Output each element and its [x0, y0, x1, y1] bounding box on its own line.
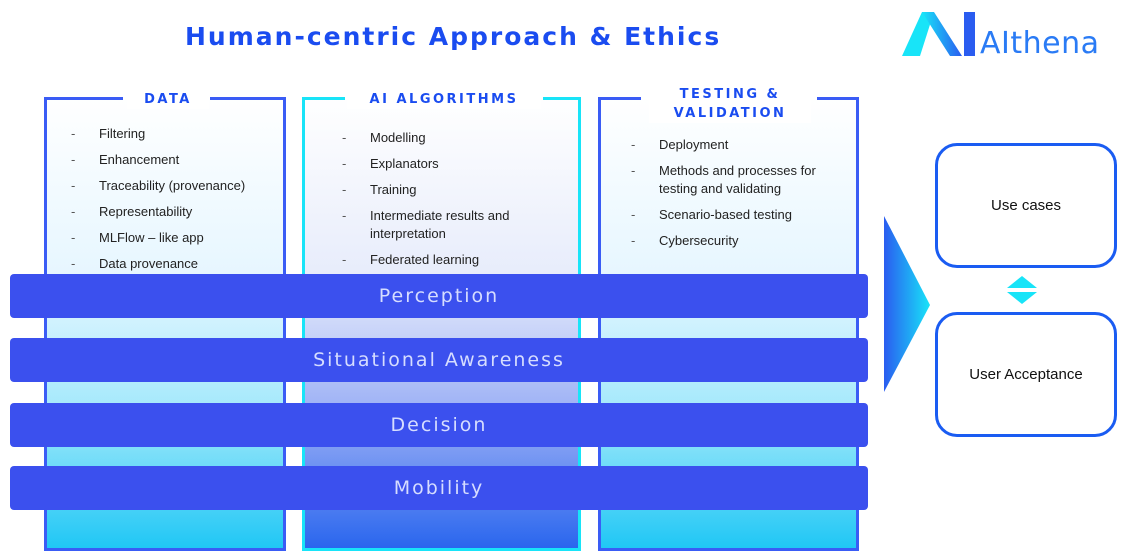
data-heading: DATA — [127, 90, 209, 109]
list-item: Deployment — [631, 136, 831, 154]
list-item: MLFlow – like app — [71, 229, 245, 247]
heading-line: TESTING & — [679, 87, 781, 102]
list-item: Data provenance — [71, 255, 245, 273]
list-item: Federated learning — [342, 251, 542, 269]
list-item: Scenario-based testing — [631, 206, 831, 224]
column-top-border — [210, 97, 286, 100]
list-item: Traceability (provenance) — [71, 177, 245, 195]
layer-decision: Decision — [10, 403, 868, 447]
ai-algorithms-heading: AI ALGORITHMS — [347, 90, 541, 109]
list-item: Cybersecurity — [631, 232, 831, 250]
list-item: Training — [342, 181, 542, 199]
diagram-title: Human-centric Approach & Ethics — [185, 22, 722, 51]
testing-items-list: Deployment Methods and processes for tes… — [631, 136, 831, 250]
logo-text: AIthena — [980, 26, 1100, 61]
layer-situational-awareness: Situational Awareness — [10, 338, 868, 382]
list-item: Intermediate results and interpretation — [342, 207, 542, 243]
column-top-border — [543, 97, 581, 100]
list-item: Explanators — [342, 155, 542, 173]
list-item: Filtering — [71, 125, 245, 143]
aithena-logo-icon — [902, 12, 975, 56]
user-acceptance-box: User Acceptance — [935, 312, 1117, 437]
column-top-border — [817, 97, 859, 100]
data-items-list: Filtering Enhancement Traceability (prov… — [71, 125, 245, 273]
layer-mobility: Mobility — [10, 466, 868, 510]
list-item: Representability — [71, 203, 245, 221]
layer-perception: Perception — [10, 274, 868, 318]
column-top-border — [47, 97, 123, 100]
list-item: Enhancement — [71, 151, 245, 169]
heading-line: VALIDATION — [673, 106, 787, 121]
list-item: Modelling — [342, 129, 542, 147]
bidirectional-arrow-icon — [1007, 276, 1037, 304]
right-arrow-icon — [884, 216, 930, 392]
list-item: Methods and processes for testing and va… — [631, 162, 831, 198]
use-cases-box: Use cases — [935, 143, 1117, 268]
column-top-border — [305, 97, 345, 100]
testing-validation-heading: TESTING & VALIDATION — [649, 85, 811, 123]
ai-items-list: Modelling Explanators Training Intermedi… — [342, 129, 542, 269]
column-top-border — [601, 97, 641, 100]
